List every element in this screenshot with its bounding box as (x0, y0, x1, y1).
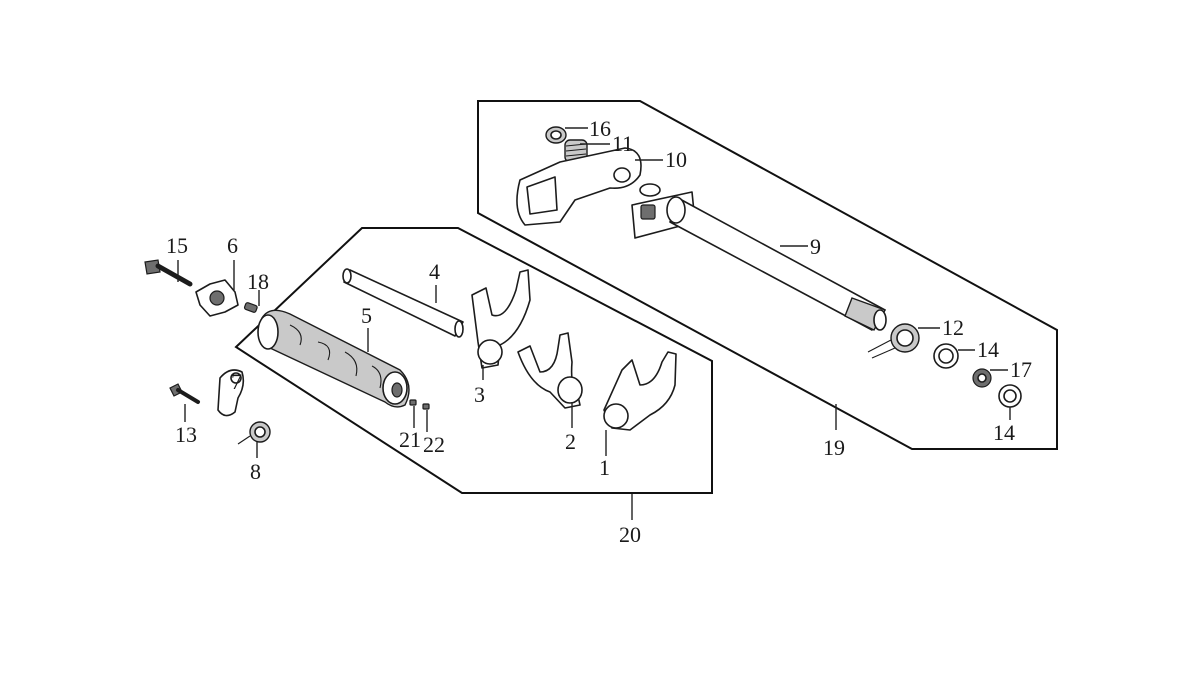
part-22-pin (422, 403, 430, 410)
callout-13: 13 (175, 422, 197, 447)
callout-4: 4 (429, 259, 440, 284)
part-14-washer-lower (998, 384, 1022, 408)
callout-10: 10 (665, 147, 687, 172)
callout-2: 2 (565, 429, 576, 454)
callout-19: 19 (823, 435, 845, 460)
callout-14a: 14 (977, 337, 999, 362)
callout-9: 9 (810, 234, 821, 259)
assembly-20-frame (234, 227, 713, 494)
part-7-stopper-arm (217, 369, 245, 417)
callout-18: 18 (247, 269, 269, 294)
callout-7: 7 (231, 369, 242, 394)
part-18-pin (243, 302, 258, 313)
part-21-pin (409, 399, 417, 406)
callout-20: 20 (619, 522, 641, 547)
part-15-bolt (144, 259, 193, 287)
callout-5: 5 (361, 303, 372, 328)
callout-21: 21 (399, 427, 421, 452)
callout-11: 11 (612, 131, 633, 156)
callout-8: 8 (250, 459, 261, 484)
part-13-bolt (169, 383, 200, 404)
part-2-shift-fork (517, 332, 583, 409)
leader-lines (177, 127, 1011, 520)
callout-12: 12 (942, 315, 964, 340)
assembly-19-frame (477, 100, 1058, 450)
callout-22: 22 (423, 432, 445, 457)
part-12-return-spring (867, 323, 920, 359)
part-5-shift-drum (257, 309, 410, 408)
callout-16: 16 (589, 116, 611, 141)
part-4-fork-shaft (342, 268, 464, 338)
part-17-nut (972, 368, 992, 388)
part-6-star-plate (195, 279, 239, 317)
callout-14b: 14 (993, 420, 1015, 445)
part-10-shift-arm (516, 147, 642, 226)
callout-1: 1 (599, 455, 610, 480)
part-3-shift-fork (471, 269, 531, 369)
callout-17: 17 (1010, 357, 1032, 382)
part-14-washer-upper (933, 343, 959, 369)
part-1-shift-fork (603, 351, 677, 431)
part-8-spring (237, 421, 271, 445)
part-16-ring (545, 126, 567, 144)
callout-6: 6 (227, 233, 238, 258)
callout-3: 3 (474, 382, 485, 407)
part-9-gearshift-spindle (631, 183, 887, 331)
callout-15: 15 (166, 233, 188, 258)
